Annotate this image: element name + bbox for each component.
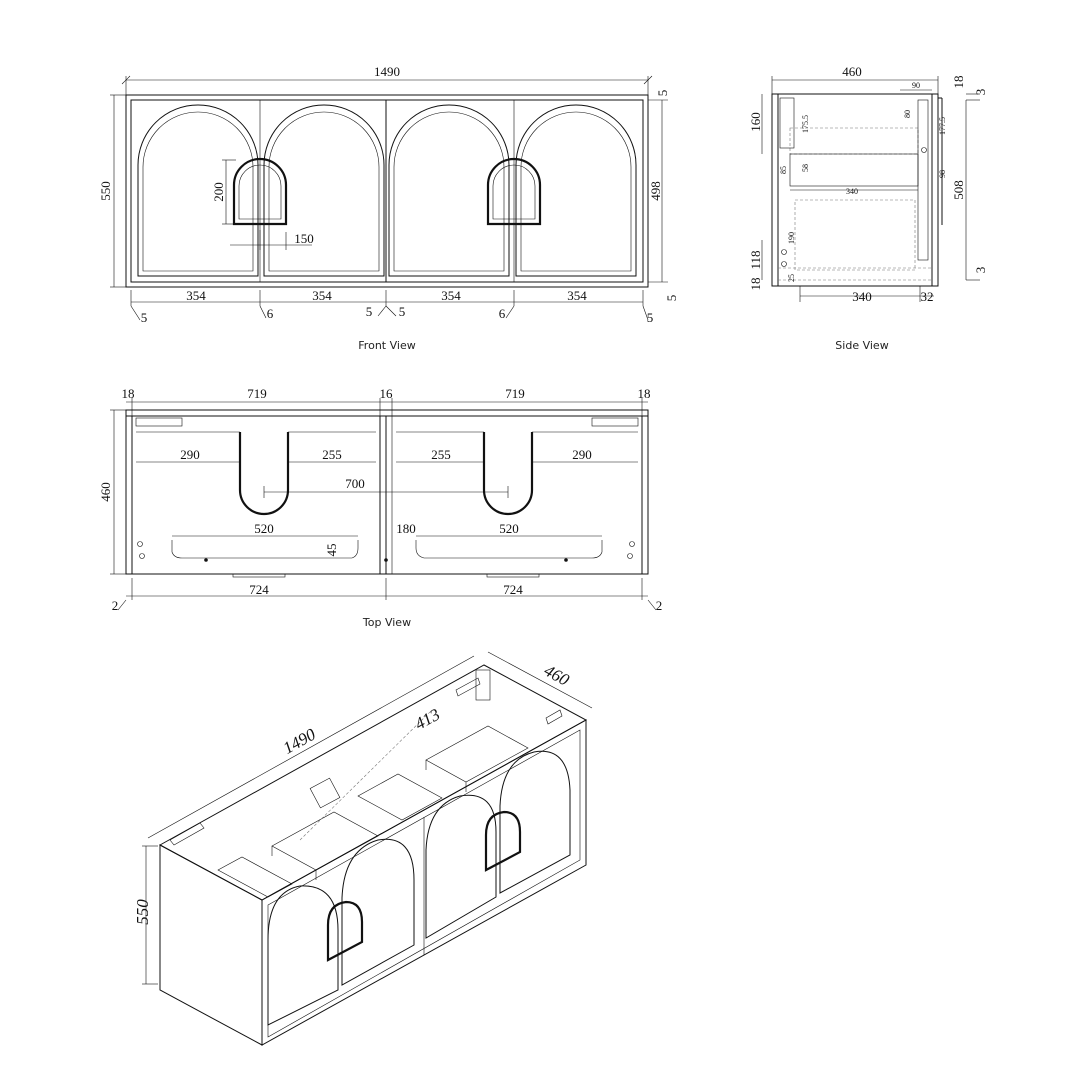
front-inner-height-label: 498	[648, 181, 663, 201]
front-outer-frame	[125, 94, 649, 288]
handle-width-label: 150	[294, 231, 314, 246]
side-d32: 32	[921, 289, 934, 304]
side-outer-frame	[771, 93, 939, 287]
side-d90: 90	[912, 81, 920, 90]
top-d16: 16	[380, 386, 394, 401]
top-d2a: 2	[112, 598, 119, 613]
gap-label-2: 6	[267, 306, 274, 321]
door-width-4: 354	[567, 288, 587, 303]
gap-label-1: 5	[141, 310, 148, 325]
iso-side-face	[159, 844, 263, 1046]
iso-inner-label: 413	[412, 705, 444, 734]
front-handles	[232, 157, 542, 226]
side-d80: 80	[903, 110, 912, 118]
front-view: 1490 550 498 5 5 200 150 354 354 354 354	[98, 64, 679, 352]
iso-arch-panels	[267, 750, 571, 1026]
iso-depth-label: 460	[541, 661, 573, 690]
side-d340a: 340	[846, 187, 858, 196]
top-d724a: 724	[249, 582, 269, 597]
side-d175: 175.5	[801, 115, 810, 133]
gap-label-4: 5	[399, 304, 406, 319]
top-d255a: 255	[322, 447, 342, 462]
gap-label-6: 5	[647, 310, 654, 325]
top-d18a: 18	[122, 386, 135, 401]
door-width-2: 354	[312, 288, 332, 303]
top-outer-frame	[125, 409, 649, 575]
iso-top-face	[158, 664, 588, 901]
gap-label-5: 6	[499, 306, 506, 321]
side-d160: 160	[748, 112, 763, 132]
front-inner-frame	[130, 99, 644, 283]
top-d719b: 719	[505, 386, 525, 401]
side-depth-label: 460	[842, 64, 862, 79]
side-d340: 340	[852, 289, 872, 304]
side-d18: 18	[951, 76, 966, 89]
top-d520a: 520	[254, 521, 274, 536]
handle-height-label: 200	[211, 182, 226, 202]
front-top-gap-label: 5	[655, 90, 670, 97]
top-d45: 45	[324, 544, 339, 557]
side-d118: 118	[748, 250, 763, 269]
iso-height-label: 550	[133, 899, 152, 925]
iso-width-label: 1490	[280, 724, 319, 757]
top-d700: 700	[345, 476, 365, 491]
iso-front-face	[261, 719, 587, 1046]
top-d724b: 724	[503, 582, 523, 597]
door-width-3: 354	[441, 288, 461, 303]
side-view-caption: Side View	[835, 339, 888, 352]
side-d98: 98	[938, 170, 947, 178]
top-view-caption: Top View	[362, 616, 411, 629]
door-width-1: 354	[186, 288, 206, 303]
top-depth-label: 460	[98, 482, 113, 502]
side-d508: 508	[951, 180, 966, 200]
side-d18b: 18	[748, 278, 763, 291]
side-d3a: 3	[973, 89, 988, 96]
top-d290a: 290	[180, 447, 200, 462]
side-d58: 58	[801, 164, 810, 172]
top-d719a: 719	[247, 386, 267, 401]
top-d255b: 255	[431, 447, 451, 462]
top-d290b: 290	[572, 447, 592, 462]
top-d2b: 2	[656, 598, 663, 613]
top-d520b: 520	[499, 521, 519, 536]
top-d180: 180	[396, 521, 416, 536]
side-d25: 25	[787, 274, 796, 282]
side-d177: 177.5	[938, 117, 947, 135]
front-width-label: 1490	[374, 64, 400, 79]
top-view: 18 719 16 719 18 460 290 255 255 290 700…	[98, 386, 662, 629]
front-height-label: 550	[98, 181, 113, 201]
side-d190: 190	[787, 232, 796, 244]
front-bottom-gap-label: 5	[664, 295, 679, 302]
side-d85: 85	[779, 166, 788, 174]
side-view: 460 90 18 3 160 175.5 80 177.5 58 85 98 …	[748, 64, 988, 352]
gap-label-3: 5	[366, 304, 373, 319]
side-d3b: 3	[973, 267, 988, 274]
top-d18b: 18	[638, 386, 651, 401]
front-arch-panels	[137, 104, 637, 277]
front-view-caption: Front View	[358, 339, 415, 352]
isometric-view: 1490 460 550 413	[133, 651, 593, 1046]
